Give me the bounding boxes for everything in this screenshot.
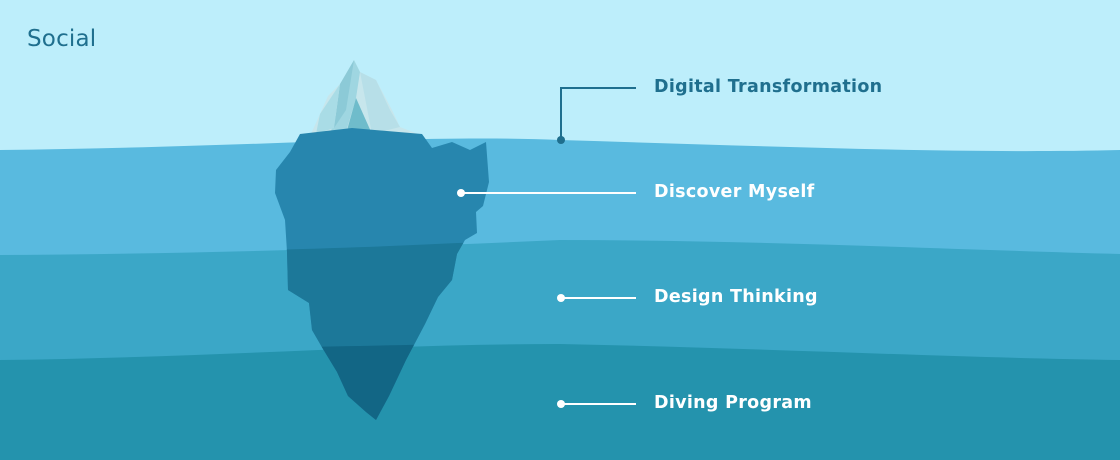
- layer-label-discover-myself: Discover Myself: [654, 182, 815, 202]
- layer-label-design-thinking: Design Thinking: [654, 287, 818, 307]
- connector-digital-transformation: [557, 87, 636, 144]
- iceberg-tip: [310, 60, 418, 136]
- connector-design-thinking: [557, 294, 636, 302]
- layer-label-digital-transformation: Digital Transformation: [654, 77, 883, 97]
- connector-discover-myself: [457, 189, 636, 197]
- diagram-title: Social: [27, 26, 97, 52]
- connector-diving-program: [557, 400, 636, 408]
- layer-label-diving-program: Diving Program: [654, 393, 812, 413]
